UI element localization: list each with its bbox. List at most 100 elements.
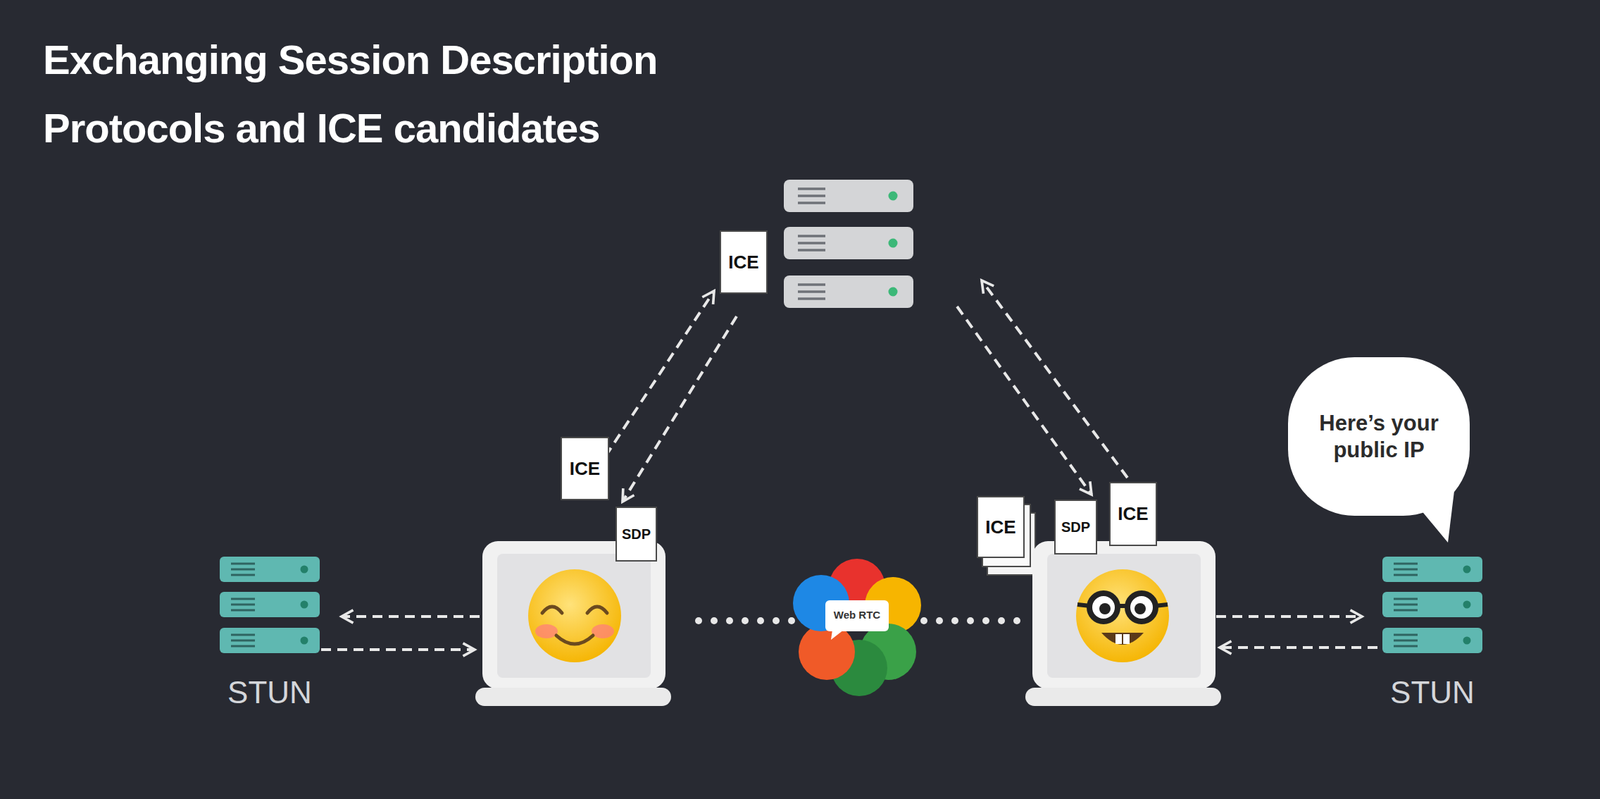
dashed-arrow <box>321 647 475 651</box>
message-paper: ICE <box>1109 481 1158 546</box>
server-slot <box>797 290 826 293</box>
dot <box>741 616 749 624</box>
server-slot <box>1393 609 1418 612</box>
server-slot <box>797 187 826 191</box>
emoji-mouth <box>1101 632 1144 645</box>
server-slot <box>230 603 255 606</box>
server-bar <box>783 179 914 212</box>
laptop-lid <box>482 540 666 689</box>
stun-server: STUN <box>219 556 320 710</box>
server-slot <box>230 568 255 571</box>
dot <box>695 616 703 624</box>
server-stack <box>219 556 320 653</box>
dot <box>997 616 1005 624</box>
server-slot <box>797 194 826 198</box>
server-bar <box>219 627 320 653</box>
logo-petal <box>798 623 855 680</box>
server-led <box>888 287 898 297</box>
signaling-server <box>783 179 914 308</box>
server-slot <box>230 645 255 648</box>
server-led <box>300 565 309 574</box>
emoji-mouth <box>556 635 593 644</box>
server-slot <box>797 283 826 286</box>
emoji-blush <box>535 623 558 639</box>
dot <box>788 616 796 624</box>
laptop-screen <box>497 553 651 678</box>
server-label: STUN <box>1382 674 1483 710</box>
emoji-eye <box>542 606 562 613</box>
server-led <box>888 238 898 248</box>
paper-label: SDP <box>1061 519 1091 535</box>
server-slot <box>230 639 255 642</box>
badge-tail <box>830 629 844 640</box>
dot <box>772 616 780 624</box>
dot <box>966 616 974 624</box>
dot <box>951 616 959 624</box>
server-led <box>300 600 309 609</box>
server-bar <box>783 275 914 308</box>
server-slot <box>230 633 255 636</box>
glasses-lens <box>1127 592 1156 622</box>
paper-label: ICE <box>569 458 600 479</box>
dot <box>1013 616 1021 624</box>
speech-bubble: Here’s your public IP <box>1288 357 1470 516</box>
server-bar <box>1382 627 1483 653</box>
server-slot <box>797 241 826 245</box>
server-slot <box>230 609 255 612</box>
laptop-base <box>475 687 672 706</box>
message-paper: ICE <box>976 495 1025 558</box>
dashed-arrow <box>981 280 1128 478</box>
logo-text: Web RTC <box>833 609 881 622</box>
server-slot <box>1393 633 1418 636</box>
emoji-eye <box>587 606 608 613</box>
server-slot <box>797 297 826 300</box>
emoji-blush <box>591 623 615 639</box>
stun-server: STUN <box>1382 556 1483 710</box>
message-paper: ICE <box>719 230 768 294</box>
laptop-base <box>1025 687 1222 706</box>
message-paper: ICE <box>560 436 610 500</box>
webrtc-logo <box>792 558 922 696</box>
server-slot <box>1393 603 1418 606</box>
smiling-emoji <box>528 569 622 662</box>
server-slot <box>797 201 826 205</box>
server-slot <box>1393 568 1418 571</box>
emoji-tooth <box>1123 633 1130 644</box>
emoji-pupil <box>1099 602 1111 615</box>
server-slot <box>1393 597 1418 600</box>
laptop-lid <box>1032 540 1216 689</box>
emoji-face <box>528 569 622 662</box>
paper-label: ICE <box>1117 503 1148 524</box>
server-led <box>888 191 898 201</box>
webrtc-badge: Web RTC <box>825 600 889 631</box>
server-slot <box>797 248 826 252</box>
message-paper: SDP <box>615 506 658 562</box>
dashed-arrow <box>957 306 1092 495</box>
emoji-pupil <box>1134 602 1146 615</box>
dot <box>757 616 765 624</box>
server-slot <box>230 597 255 600</box>
dot <box>935 616 943 624</box>
server-slot <box>1393 562 1418 565</box>
emoji-tooth <box>1115 633 1122 644</box>
dashed-arrow <box>1219 645 1378 649</box>
dot <box>982 616 990 624</box>
dot <box>920 616 928 624</box>
dashed-arrow <box>622 316 737 502</box>
server-led <box>1463 600 1472 609</box>
laptop <box>1025 540 1222 706</box>
diagram-title: Exchanging Session Description Protocols… <box>42 25 804 162</box>
server-led <box>1463 636 1472 645</box>
server-slot <box>230 562 255 565</box>
server-bar <box>1382 591 1483 617</box>
server-slot <box>1393 645 1418 648</box>
server-slot <box>1393 573 1418 577</box>
glasses-lens <box>1089 592 1118 622</box>
dashed-arrows <box>321 280 1378 650</box>
bubble-text: Here’s your public IP <box>1288 409 1470 462</box>
server-bar <box>1382 556 1483 582</box>
nerd-emoji <box>1076 569 1170 662</box>
badge-body <box>825 600 889 631</box>
emoji-face <box>1076 569 1170 662</box>
